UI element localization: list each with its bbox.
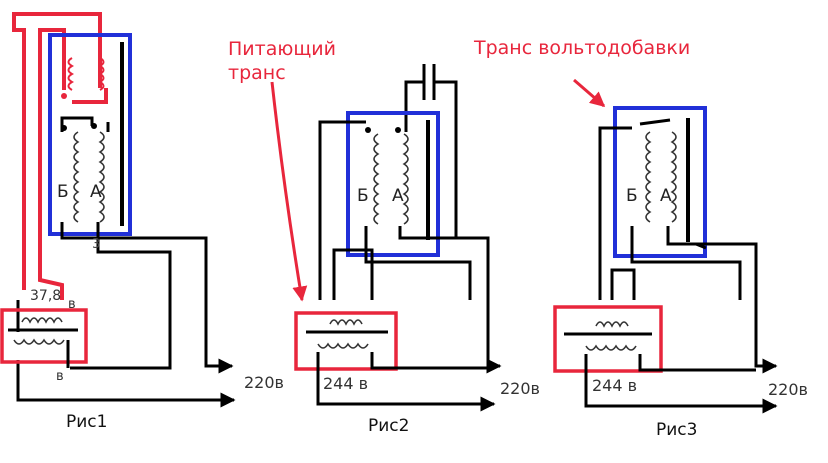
fig1-top-link <box>60 116 94 132</box>
fig2-caption: Рис2 <box>368 416 410 436</box>
fig3-voltage: 244 в <box>592 376 638 395</box>
fig2-supply-coils <box>317 319 369 349</box>
fig1-coil-a-label: А <box>90 182 102 202</box>
booster-annotation-arrow <box>573 78 606 108</box>
fig2-coil-b-label: Б <box>357 186 369 206</box>
fig1-red-coil <box>67 57 105 91</box>
fig2-supply-leads <box>332 248 374 300</box>
fig3-left-wire <box>598 126 632 300</box>
fig1-voltage-in: 37,8 <box>30 288 62 304</box>
fig3-return-wire <box>638 354 756 372</box>
fig2-voltage: 244 в <box>323 374 369 393</box>
fig1-dot-b <box>61 125 67 131</box>
fig3-out-wire-bottom <box>584 354 778 414</box>
fig3-coils <box>645 131 677 223</box>
fig2-mid-wire <box>364 226 472 300</box>
fig3-mid-wire <box>630 226 742 300</box>
fig1-booster-box <box>48 33 132 236</box>
figure-2 <box>294 64 502 412</box>
fig2-coils <box>373 133 409 225</box>
fig3-booster-box <box>613 106 707 258</box>
fig2-left-wire <box>318 120 366 300</box>
fig2-supply-box <box>294 311 398 371</box>
fig3-coil-a-label: А <box>660 186 672 206</box>
fig3-short-stub <box>695 242 707 250</box>
fig3-coil-b-label: Б <box>626 186 638 206</box>
figure-3 <box>553 106 778 414</box>
fig3-out-wire-top <box>666 226 778 374</box>
booster-annotation: Транс вольтодобавки <box>474 37 691 59</box>
supply-annotation-line2: транс <box>228 62 286 84</box>
fig3-caption: Рис3 <box>656 420 698 440</box>
fig1-output-voltage: 220в <box>244 373 284 392</box>
fig2-dot-b <box>365 127 371 133</box>
fig1-out-wire-top <box>60 222 234 374</box>
fig1-coil-b-label: Б <box>57 182 69 202</box>
fig1-supply-box <box>0 308 88 364</box>
fig1-unit-bottom: в <box>56 369 64 384</box>
fig2-cap-wire-left <box>404 80 424 132</box>
supply-annotation-arrow <box>270 81 308 302</box>
fig2-booster-box <box>346 111 440 257</box>
fig2-out-wire-top <box>398 226 502 374</box>
fig2-out-wire-bottom <box>316 352 496 412</box>
fig2-coil-a-label: А <box>392 186 404 206</box>
fig1-red-dot <box>61 93 67 99</box>
fig1-dot-a <box>91 123 97 129</box>
figure-1 <box>0 12 234 400</box>
fig1-small-mark: 3 <box>92 237 101 252</box>
fig1-out-wire-2 <box>70 222 172 370</box>
fig1-caption: Рис1 <box>66 412 108 432</box>
fig1-supply-coils <box>13 317 65 345</box>
fig1-red-wire-outer <box>12 12 102 290</box>
fig3-supply-leads <box>610 268 636 300</box>
fig1-unit-top: в <box>68 297 76 312</box>
fig1-out-wire-bottom <box>16 300 234 400</box>
fig1-red-coil-bridge <box>72 88 108 104</box>
fig1-coils <box>73 131 105 223</box>
fig1-red-wire-inner <box>38 28 66 300</box>
fig2-output-voltage: 220в <box>500 379 540 398</box>
fig3-top-link <box>639 118 671 126</box>
fig3-supply-box <box>553 305 663 373</box>
fig2-cap-wire-right <box>434 80 458 238</box>
supply-annotation-line1: Питающий <box>228 38 336 60</box>
fig3-output-voltage: 220в <box>768 380 808 399</box>
fig2-return-wire <box>370 352 488 370</box>
fig2-dot-a <box>395 127 401 133</box>
fig3-supply-coils <box>585 321 637 351</box>
